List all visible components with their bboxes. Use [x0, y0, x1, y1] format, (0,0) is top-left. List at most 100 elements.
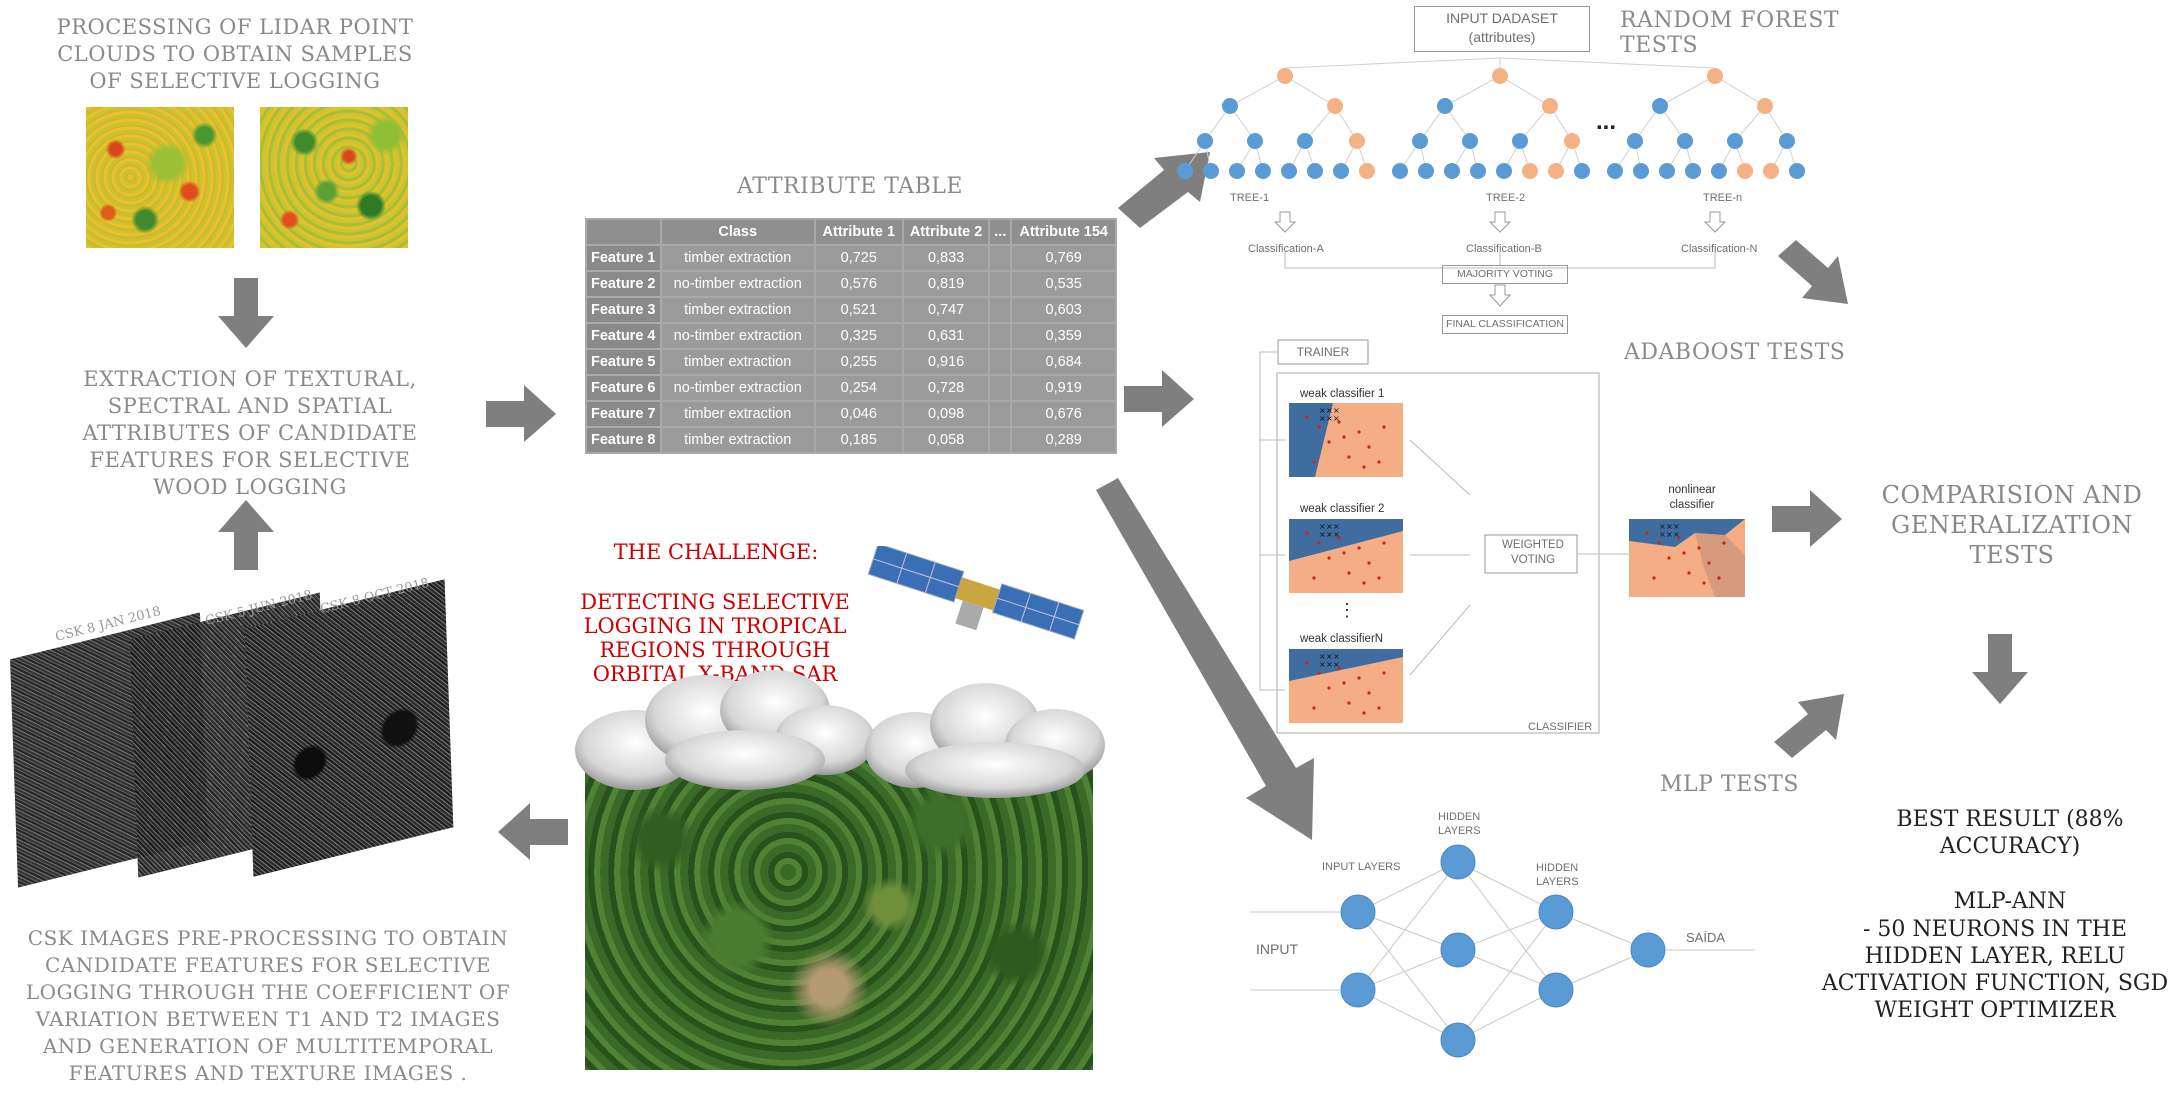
random-forest-title: RANDOM FOREST TESTS	[1620, 8, 1840, 58]
table-cell: 0,676	[1012, 402, 1115, 426]
lidar-image-2	[260, 107, 408, 248]
table-cell	[990, 428, 1011, 452]
scatter-cross: ×	[1666, 530, 1673, 539]
scatter-point	[1722, 541, 1726, 545]
table-cell: 0,521	[815, 298, 902, 322]
table-cell: 0,289	[1012, 428, 1115, 452]
tree-node	[1492, 68, 1508, 84]
weak-classifier-1-plot	[1289, 403, 1403, 477]
scatter-point	[1682, 551, 1686, 555]
arrow-table-to-mlp	[1096, 478, 1314, 840]
satellite-icon	[867, 546, 1085, 640]
tree-node	[1737, 163, 1753, 179]
header-cell: Attribute 1	[815, 220, 902, 244]
tree-node	[1255, 163, 1271, 179]
rf-ellipsis: ...	[1596, 108, 1617, 135]
adaboost-title: ADABOOST TESTS	[1624, 340, 1846, 365]
tree-node	[1779, 133, 1795, 149]
tree-node	[1789, 163, 1805, 179]
table-cell: 0,098	[903, 402, 989, 426]
tree-node	[1652, 98, 1668, 114]
table-cell: 0,046	[815, 402, 902, 426]
mlp-network	[1250, 844, 1755, 1058]
tree-node	[1444, 163, 1460, 179]
scatter-cross: ×	[1326, 406, 1333, 415]
scatter-cross: ×	[1666, 522, 1673, 531]
tree-label-n: TREE-n	[1703, 192, 1743, 204]
row-header-cell: Feature 1	[587, 246, 660, 270]
weak-classifier-2-label: weak classifier 2	[1300, 503, 1385, 515]
tree-node	[1349, 133, 1365, 149]
tree-node	[1564, 133, 1580, 149]
scatter-point	[1362, 465, 1366, 469]
sar-image-stack: CSK 8 JAN 2018 CSK 5 JUN 2018 CSK 8 OCT …	[10, 576, 494, 915]
scatter-point	[1312, 460, 1316, 464]
scatter-point	[1657, 541, 1661, 545]
arrow-lidar-to-extraction	[218, 278, 274, 348]
tree-node	[1197, 133, 1213, 149]
header-cell	[587, 220, 660, 244]
weak-classifier-dots: ⋮	[1338, 600, 1356, 620]
scatter-cross: ×	[1673, 530, 1680, 539]
neuron-node	[1340, 972, 1376, 1008]
table-cell	[990, 298, 1011, 322]
tree-node	[1333, 163, 1349, 179]
scatter-point	[1347, 571, 1351, 575]
tree-node	[1392, 163, 1408, 179]
table-cell	[990, 246, 1011, 270]
tree-node	[1229, 163, 1245, 179]
scatter-point	[1717, 576, 1721, 580]
tree-node	[1437, 98, 1453, 114]
scatter-point	[1317, 671, 1321, 675]
scatter-point	[1342, 681, 1346, 685]
scatter-point	[1342, 435, 1346, 439]
tree-node	[1512, 133, 1528, 149]
sar-image-3	[244, 579, 454, 877]
row-header-cell: Feature 6	[587, 376, 660, 400]
scatter-point	[1357, 430, 1361, 434]
final-classification-box: FINAL CLASSIFICATION	[1442, 315, 1568, 334]
scatter-cross: ×	[1326, 530, 1333, 539]
tree-node	[1277, 68, 1293, 84]
tree-label-1: TREE-1	[1230, 192, 1270, 204]
mlp-hidden-label-2: HIDDEN LAYERS	[1536, 862, 1579, 888]
mlp-output-label: SAÍDA	[1686, 930, 1726, 945]
tree-node	[1542, 98, 1558, 114]
scatter-cross: ×	[1333, 414, 1340, 423]
tree-node	[1548, 163, 1564, 179]
scatter-cross: ×	[1333, 530, 1340, 539]
row-header-cell: Feature 5	[587, 350, 660, 374]
tree-down-arrow	[1273, 211, 1297, 233]
scatter-cross: ×	[1319, 530, 1326, 539]
neuron-node	[1538, 894, 1574, 930]
scatter-cross: ×	[1326, 414, 1333, 423]
scatter-cross: ×	[1326, 660, 1333, 669]
tree-node	[1763, 163, 1779, 179]
majority-voting-box: MAJORITY VOTING	[1442, 265, 1568, 284]
nonlinear-classifier-plot	[1629, 519, 1745, 597]
tree-node	[1659, 163, 1675, 179]
tree-node	[1359, 163, 1375, 179]
scatter-point	[1382, 671, 1386, 675]
table-cell	[990, 324, 1011, 348]
scatter-point	[1377, 460, 1381, 464]
mlp-title: MLP TESTS	[1660, 772, 1799, 797]
attribute-table-header: Class Attribute 1 Attribute 2 ... Attrib…	[587, 220, 1115, 244]
tree-node	[1757, 98, 1773, 114]
scatter-point	[1382, 425, 1386, 429]
tree-node	[1297, 133, 1313, 149]
tree-node	[1327, 98, 1343, 114]
header-cell: Attribute 154	[1012, 220, 1115, 244]
comparison-title: COMPARISION AND GENERALIZATION TESTS	[1881, 481, 2143, 569]
table-cell	[990, 272, 1011, 296]
challenge-title: THE CHALLENGE:	[613, 540, 819, 564]
weak-classifier-2-plot	[1289, 519, 1403, 593]
input-dataset-box: INPUT DADASET (attributes)	[1414, 6, 1590, 52]
table-cell: timber extraction	[661, 428, 814, 452]
scatter-cross: ×	[1326, 522, 1333, 531]
weak-classifier-n-label: weak classifierN	[1300, 633, 1384, 645]
classifier-label: CLASSIFIER	[1528, 721, 1593, 733]
